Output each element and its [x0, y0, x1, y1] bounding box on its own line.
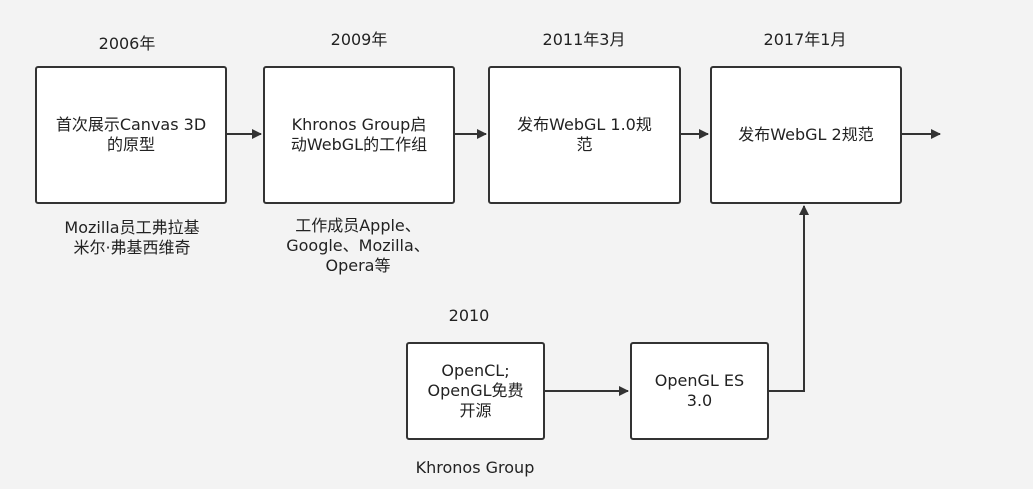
note-working-members: 工作成员Apple、 Google、Mozilla、 Opera等: [286, 216, 430, 275]
node-opengl-es3-text: OpenGL ES 3.0: [654, 371, 745, 410]
node-webgl1-spec: 发布WebGL 1.0规 范: [488, 66, 681, 204]
node-webgl2-spec: 发布WebGL 2规范: [710, 66, 902, 204]
year-label-2011: 2011年3月: [542, 30, 626, 49]
year-label-2009: 2009年: [330, 30, 388, 49]
node-opencl-opengl: OpenCL; OpenGL免费 开源: [406, 342, 545, 440]
note-khronos-group: Khronos Group: [415, 458, 535, 477]
node-canvas3d-text: 首次展示Canvas 3D 的原型: [55, 115, 207, 154]
note-mozilla-employee: Mozilla员工弗拉基 米尔·弗基西维奇: [64, 218, 200, 257]
node-webgl-working-group: Khronos Group启 动WebGL的工作组: [263, 66, 455, 204]
node-opengl-es3: OpenGL ES 3.0: [630, 342, 769, 440]
node-opencl-text: OpenCL; OpenGL免费 开源: [427, 361, 524, 420]
node-webgl2-text: 发布WebGL 2规范: [738, 125, 874, 144]
year-label-2017: 2017年1月: [763, 30, 847, 49]
year-label-2006: 2006年: [98, 34, 156, 53]
node-webgl1-text: 发布WebGL 1.0规 范: [517, 115, 652, 154]
arrow-opengles-to-webgl2: [769, 205, 809, 392]
node-working-group-text: Khronos Group启 动WebGL的工作组: [290, 115, 428, 154]
node-canvas3d-prototype: 首次展示Canvas 3D 的原型: [35, 66, 227, 204]
year-label-2010: 2010: [448, 306, 490, 325]
